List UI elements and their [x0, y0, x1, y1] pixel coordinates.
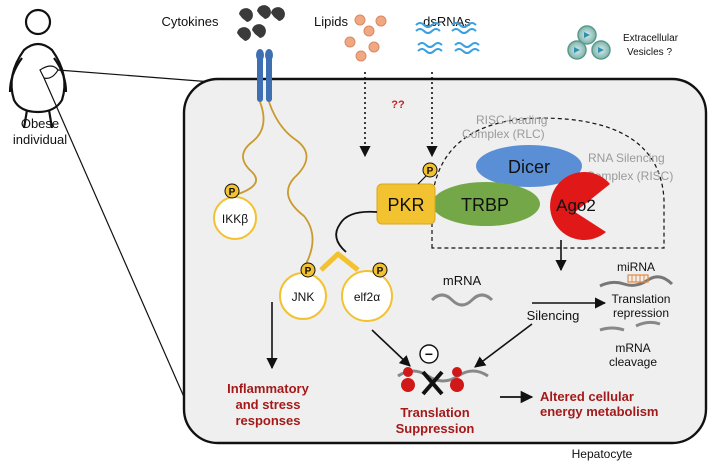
mrna-strand	[430, 293, 494, 307]
blocked-x-icon	[421, 370, 444, 396]
translation-mrna-strand	[397, 369, 489, 383]
mirna-basepair-icon	[631, 275, 645, 282]
risc-region-outline	[431, 117, 665, 249]
inflammatory-label-2: and stress	[235, 397, 300, 412]
jnk-phospho-label: P	[305, 266, 312, 277]
zoom-line-top	[57, 69, 213, 83]
eif2a-phospho-icon	[372, 262, 388, 278]
dsrna-icons	[415, 22, 480, 54]
mrna-label: mRNA	[443, 273, 482, 288]
altered-metabolism-label-1: Altered cellular	[540, 389, 634, 404]
ikkb-phospho-label: P	[229, 187, 236, 198]
dicer-label: Dicer	[508, 157, 550, 177]
cytokine-receptor-icon	[256, 49, 273, 102]
inflammatory-label-3: responses	[235, 413, 300, 428]
liver-icon	[39, 65, 59, 79]
eif2a-label: elf2α	[354, 290, 380, 304]
ribosome-icon-left	[401, 367, 415, 392]
risc-label-1: RNA Silencing	[588, 151, 665, 165]
eif2a-phospho-label: P	[377, 266, 384, 277]
trbp-protein	[432, 182, 540, 226]
rlc-label-2: Complex (RLC)	[462, 127, 545, 141]
mirna-strand	[599, 275, 674, 288]
obese-label-1: Obese	[21, 116, 59, 131]
altered-metabolism-label-2: energy metabolism	[540, 404, 659, 419]
pkr-phospho-label: P	[427, 166, 434, 177]
trbp-label: TRBP	[461, 195, 509, 215]
hepatocyte-label: Hepatocyte	[572, 447, 633, 461]
silencing-label: Silencing	[527, 308, 580, 323]
lipids-label: Lipids	[314, 14, 348, 29]
ev-label-1: Extracellular	[623, 33, 679, 44]
eif2a-to-translation-arrow	[371, 329, 411, 367]
eif2a-node	[341, 270, 393, 322]
inflammatory-label-1: Inflammatory	[227, 381, 309, 396]
mirna-duplex-icon	[627, 274, 649, 283]
risc-label-2: Complex (RISC)	[586, 169, 673, 183]
extracellular-vesicle-icons	[567, 25, 611, 60]
obese-label-2: individual	[13, 132, 67, 147]
rlc-label-1: RISC-loading	[476, 113, 547, 127]
ago2-protein	[550, 172, 610, 241]
cleaved-mrna-strand	[599, 320, 661, 332]
ikkb-label: IKKβ	[222, 212, 248, 226]
pkr-protein	[376, 183, 436, 225]
pkr-phospho-icon	[422, 162, 438, 178]
inhibition-icon	[419, 344, 439, 364]
question-marks: ??	[391, 99, 405, 111]
dicer-protein	[476, 145, 582, 187]
mrna-cleavage-label-2: cleavage	[609, 355, 657, 369]
cytokines-label: Cytokines	[161, 14, 219, 29]
translation-repression-label-2: repression	[613, 306, 669, 320]
zoom-line-bottom	[43, 77, 203, 439]
translation-suppression-label-1: Translation	[400, 405, 469, 420]
ribosome-icon-right	[450, 367, 464, 392]
pkr-branch-connector	[319, 251, 360, 272]
ago2-label: Ago2	[556, 196, 596, 215]
jnk-signal-line	[268, 101, 314, 265]
pkr-label: PKR	[387, 195, 424, 215]
obese-person-icon	[8, 8, 68, 129]
jnk-label: JNK	[292, 290, 315, 304]
mrna-cleavage-label-1: mRNA	[615, 341, 650, 355]
ev-label-2: Vesicles ?	[627, 47, 672, 58]
jnk-phospho-icon	[300, 262, 316, 278]
mirna-label: miRNA	[617, 260, 655, 274]
pkr-downstream-line	[335, 210, 378, 253]
translation-suppression-label-2: Suppression	[396, 421, 475, 436]
lipid-icons	[344, 14, 387, 62]
silencing-to-translation-arrow	[474, 323, 533, 368]
cytokine-icons	[237, 5, 285, 41]
inhibition-label: −	[425, 346, 433, 362]
ikkb-phospho-icon	[224, 183, 240, 199]
translation-repression-label-1: Translation	[612, 292, 671, 306]
